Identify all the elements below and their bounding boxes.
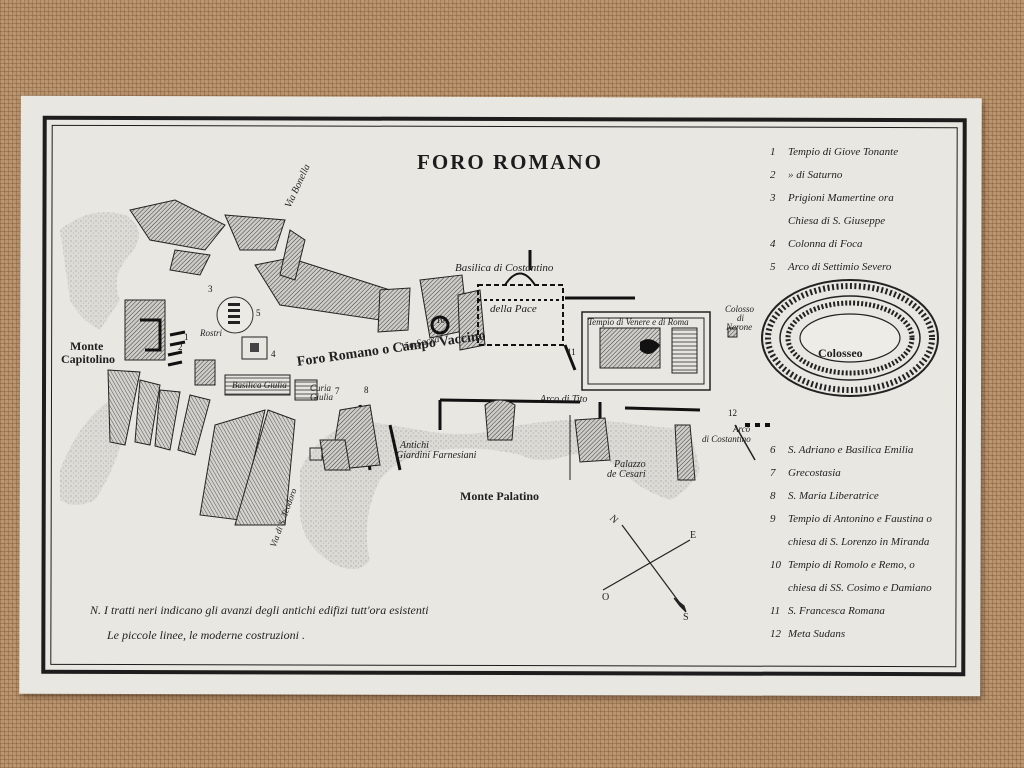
legend-entry: 5 Arco di Settimio Severo — [770, 261, 891, 273]
legend-text: Grecostasia — [788, 467, 841, 479]
label-curia-1: Curia — [310, 383, 332, 393]
svg-text:4: 4 — [271, 349, 276, 359]
svg-text:7: 7 — [335, 386, 340, 396]
label-arco-tito: Arco di Tito — [540, 394, 588, 405]
label-monte-palatino: Monte Palatino — [460, 489, 539, 503]
legend-number: 5 — [770, 261, 776, 273]
legend-entry: 3 Prigioni Mamertine ora — [770, 192, 894, 204]
map-numbers: 1 2 3 4 5 7 8 10 11 12 — [178, 284, 737, 418]
legend-text: Meta Sudans — [788, 628, 846, 640]
svg-text:12: 12 — [728, 408, 737, 418]
legend-number: 10 — [770, 559, 781, 571]
basilica-costantino-plan — [477, 272, 564, 346]
label-basilica-costantino: Basilica di Costantino — [455, 262, 554, 274]
basilica-giulia-block — [224, 374, 291, 396]
label-palazzo-2: de Cesari — [607, 469, 646, 480]
legend-text: S. Adriano e Basilica Emilia — [788, 444, 914, 456]
label-rostri: Rostri — [200, 328, 223, 338]
palatine-ruins — [319, 404, 696, 481]
legend-number: 6 — [770, 444, 776, 456]
label-arco-costantino-2: di Costantino — [702, 434, 751, 444]
svg-text:11: 11 — [567, 347, 576, 357]
legend-text: Tempio di Antonino e Faustina o — [788, 513, 932, 525]
legend-text: chiesa di SS. Cosimo e Damiano — [788, 582, 932, 594]
label-della-pace: della Pace — [490, 303, 537, 315]
legend-number: 12 — [770, 628, 781, 640]
label-colosso-1: Colosso — [725, 304, 755, 314]
legend-entry: chiesa di S. Lorenzo in Miranda — [770, 536, 929, 548]
capitoline-buildings — [129, 199, 391, 321]
legend-text: » di Saturno — [788, 169, 843, 181]
svg-text:1: 1 — [184, 332, 189, 342]
label-antichi-1: Antichi — [400, 440, 429, 451]
colosseum-plan — [761, 279, 939, 397]
teodoro-blocks — [199, 409, 296, 526]
legend-text: Prigioni Mamertine ora — [788, 192, 894, 204]
legend-text: Arco di Settimio Severo — [788, 261, 892, 273]
label-palazzo-1: Palazzo — [614, 459, 646, 470]
svg-text:5: 5 — [256, 308, 261, 318]
legend-entry: 4 Colonna di Foca — [770, 238, 863, 250]
label-monte-capitolino-1: Monte — [70, 339, 104, 353]
legend-text: S. Francesca Romana — [788, 605, 885, 617]
legend-text: Colonna di Foca — [788, 238, 863, 250]
svg-text:10: 10 — [436, 315, 446, 325]
lower-capitoline-blocks — [107, 369, 211, 456]
map-note-2: Le piccole linee, le moderne costruzioni… — [107, 628, 305, 642]
legend-number: 11 — [770, 605, 781, 617]
legend-number: 9 — [770, 513, 776, 525]
legend-entry: 8 S. Maria Liberatrice — [770, 490, 879, 502]
capitoline-hill-shading — [60, 212, 139, 330]
legend-number: 1 — [770, 146, 776, 158]
svg-text:2: 2 — [178, 342, 183, 352]
tempio-venere-roma — [581, 311, 711, 391]
map-note-1: N. I tratti neri indicano gli avanzi deg… — [90, 603, 429, 617]
legend-text: S. Maria Liberatrice — [788, 490, 879, 502]
label-antichi-2: Giardini Farnesiani — [396, 450, 477, 461]
svg-text:8: 8 — [364, 385, 369, 395]
compass-rose — [602, 524, 691, 613]
legend-number: 3 — [770, 192, 776, 204]
legend-entry: 1 Tempio di Giove Tonante — [770, 146, 898, 158]
temple-ruins — [167, 330, 186, 367]
label-colosseo: Colosseo — [818, 346, 863, 360]
legend-entry: 2 » di Saturno — [770, 169, 842, 181]
legend-entry: 12 Meta Sudans — [770, 628, 845, 640]
label-monte-capitolino-2: Capitolino — [61, 352, 116, 366]
map-title: FORO ROMANO — [417, 150, 603, 174]
compass-south-label: S — [683, 612, 689, 623]
compass-east-label: E — [690, 530, 697, 541]
palatine-hill-shading — [300, 420, 700, 569]
legend-entry: 9 Tempio di Antonino e Faustina o — [770, 513, 932, 525]
label-tempio-venere: Tempio di Venere e di Roma — [588, 317, 689, 327]
svg-text:3: 3 — [208, 284, 213, 294]
legend-text: Tempio di Giove Tonante — [788, 146, 899, 158]
legend-number: 8 — [770, 490, 776, 502]
label-colosso-2: di — [737, 313, 745, 323]
compass-west-label: O — [602, 592, 610, 603]
legend-entry: 7 Grecostasia — [770, 467, 841, 479]
legend-entry: Chiesa di S. Giuseppe — [770, 215, 885, 227]
legend-entry: 6 S. Adriano e Basilica Emilia — [770, 444, 913, 456]
legend-text: Chiesa di S. Giuseppe — [788, 215, 886, 227]
label-arco-costantino-1: Arco — [733, 424, 751, 434]
legend-entry: 10 Tempio di Romolo e Remo, o — [770, 559, 915, 571]
legend-number: 7 — [770, 467, 776, 479]
legend-entry: chiesa di SS. Cosimo e Damiano — [770, 582, 932, 594]
legend-text: chiesa di S. Lorenzo in Miranda — [788, 536, 930, 548]
label-basilica-giulia: Basilica Giulia — [232, 380, 287, 390]
legend-text: Tempio di Romolo e Remo, o — [788, 559, 915, 571]
legend-entry: 11 S. Francesca Romana — [770, 605, 885, 617]
legend-number: 2 — [770, 169, 776, 181]
legend-number: 4 — [770, 238, 776, 250]
label-colosso-3: Nerone — [726, 322, 753, 332]
label-curia-2: Giulia — [310, 392, 334, 402]
